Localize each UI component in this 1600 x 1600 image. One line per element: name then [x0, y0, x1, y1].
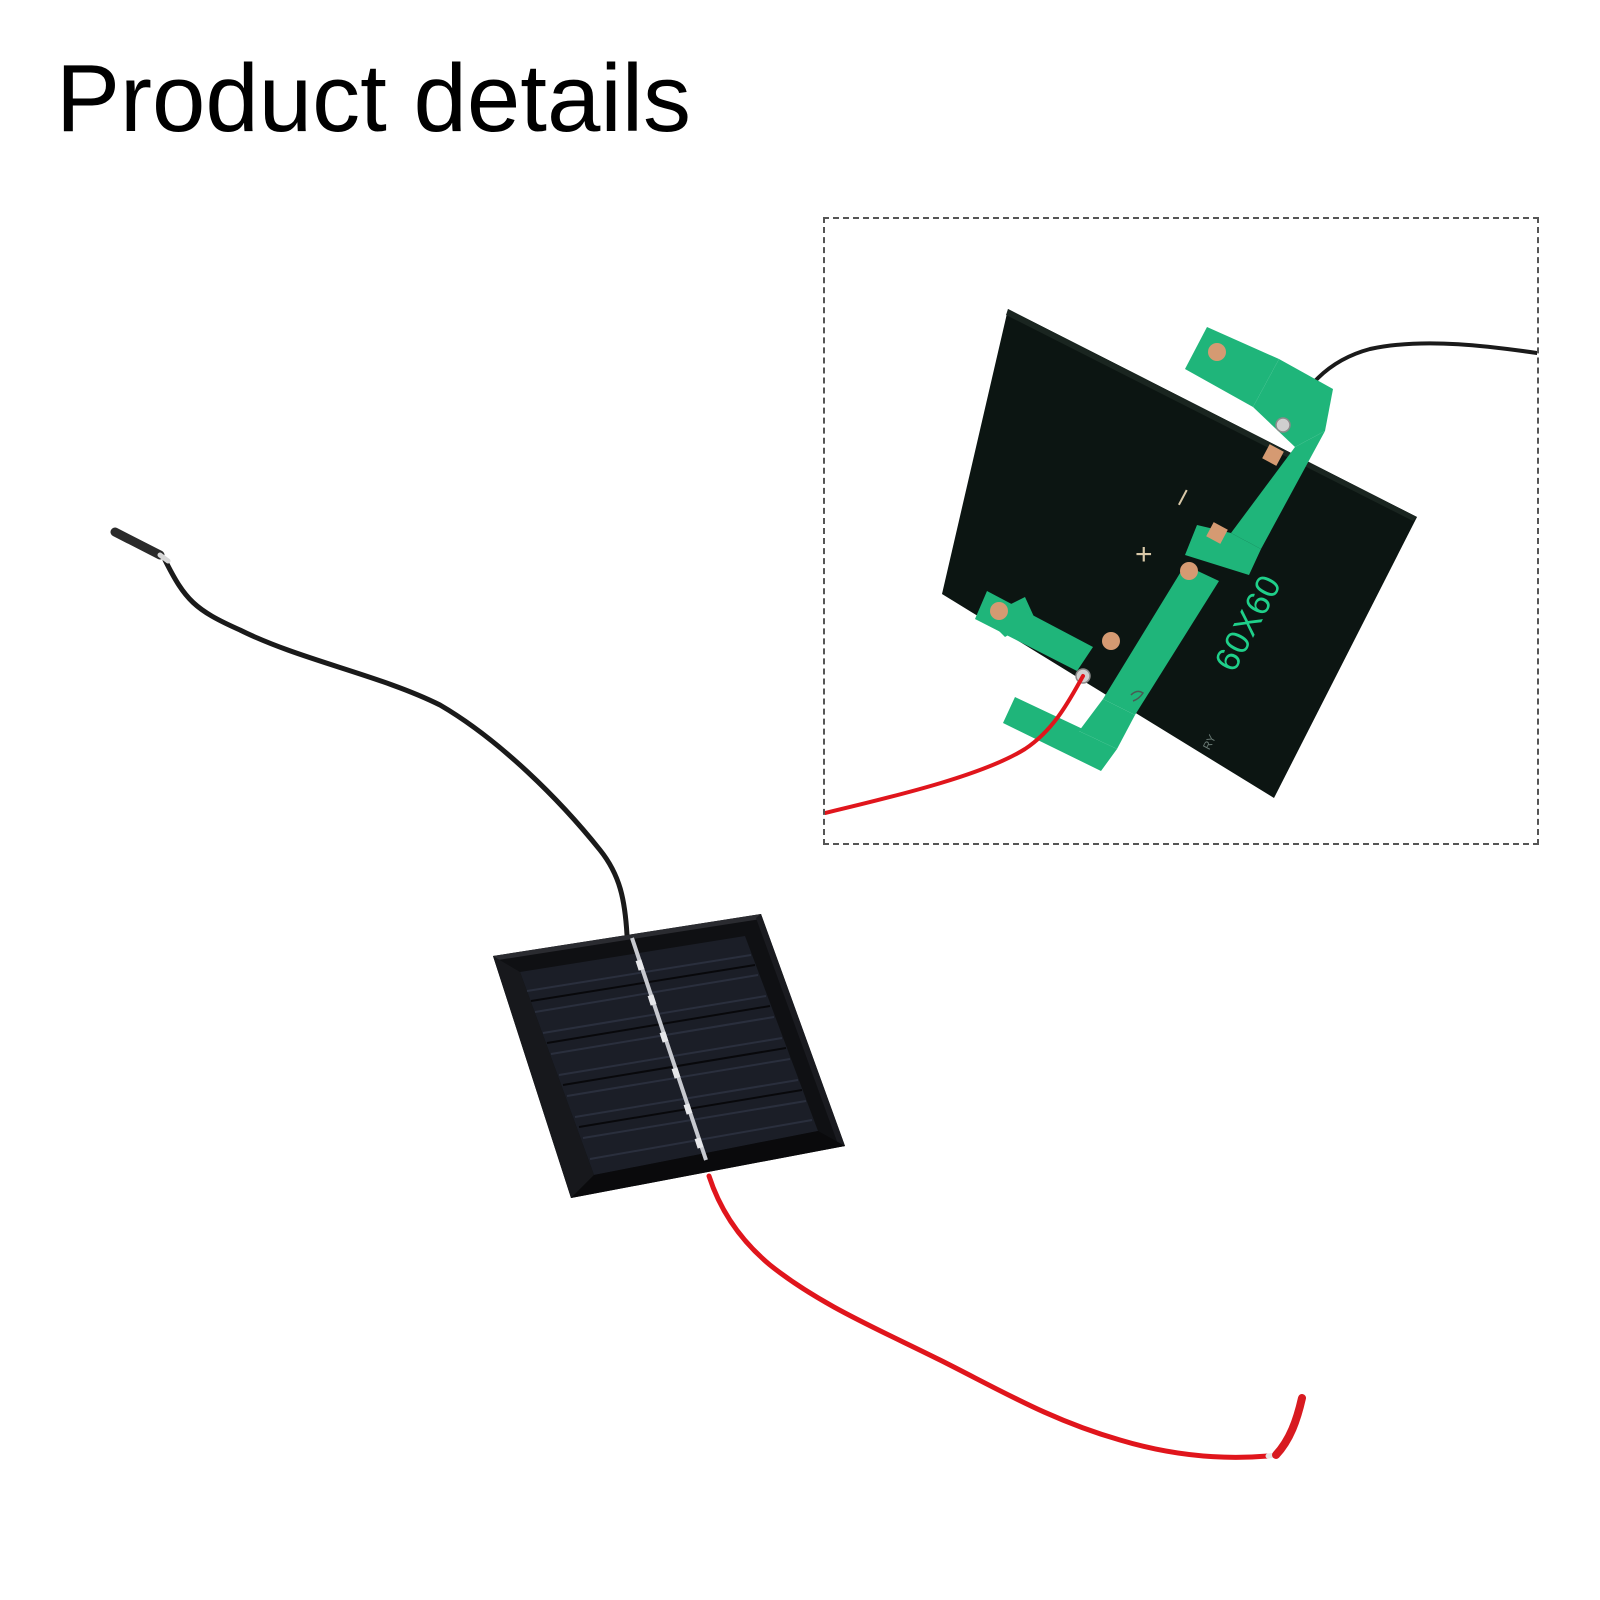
detail-inset: + – 60X60 RY	[823, 217, 1539, 845]
solar-panel-front	[493, 914, 845, 1198]
red-wire-tip	[1272, 1394, 1306, 1459]
black-wire	[162, 557, 630, 938]
panel-back	[942, 309, 1417, 798]
red-wire	[706, 1173, 1271, 1460]
inset-red-wire	[825, 674, 1085, 815]
panel-back-photo: + – 60X60 RY	[825, 309, 1537, 815]
page-title: Product details	[56, 45, 692, 152]
black-wire-tip	[110, 527, 165, 560]
plus-sign: +	[1135, 538, 1153, 571]
